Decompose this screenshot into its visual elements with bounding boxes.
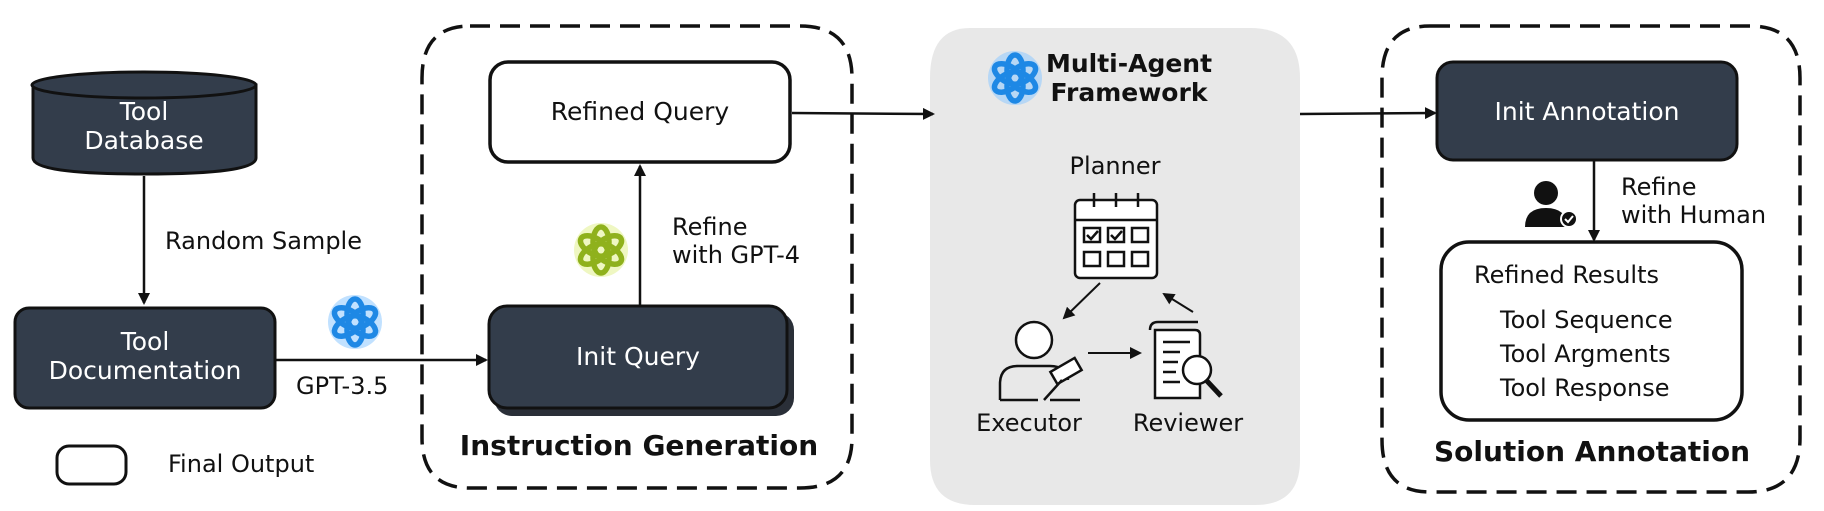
- refine-gpt4-line2: with GPT-4: [672, 240, 801, 269]
- tool-documentation-line2: Documentation: [48, 355, 242, 385]
- arrow-refined-query-to-framework: [791, 107, 935, 120]
- openai-logo-icon: [988, 51, 1042, 105]
- legend-label: Final Output: [168, 450, 315, 478]
- refine-human-line2: with Human: [1621, 200, 1767, 229]
- init-annotation-label: Init Annotation: [1494, 97, 1680, 126]
- refined-results-box: [1439, 240, 1744, 422]
- framework-title: Multi-Agent Framework: [1045, 49, 1213, 108]
- arrow-planner-to-executor: [1062, 282, 1101, 320]
- instruction-generation-title: Instruction Generation: [459, 429, 819, 462]
- reviewer-label: Reviewer: [1132, 409, 1244, 437]
- human-user-check-icon: [1525, 181, 1578, 228]
- refine-human-line1: Refine: [1621, 173, 1697, 201]
- refined-query-box: [488, 60, 792, 164]
- arrow-framework-to-init-annotation: [1299, 107, 1437, 120]
- refine-gpt4-label: Refine with GPT-4: [672, 213, 801, 269]
- openai-logo-icon: [328, 295, 382, 349]
- instruction-generation-region: [420, 24, 854, 490]
- refined-results-title: Refined Results: [1474, 261, 1659, 289]
- init-query-label: Init Query: [576, 342, 700, 371]
- tool-documentation-box: [13, 306, 277, 410]
- refine-human-label: Refine with Human: [1621, 173, 1767, 229]
- solution-annotation-region: [1380, 24, 1802, 494]
- executor-person-gavel-icon: [998, 320, 1084, 402]
- gpt35-label: GPT-3.5: [296, 372, 389, 400]
- legend-box: [55, 444, 128, 486]
- random-sample-label: Random Sample: [165, 227, 362, 255]
- refined-query-label: Refined Query: [550, 97, 730, 126]
- planner-label: Planner: [1069, 152, 1161, 180]
- result-item-tool-arguments: Tool Argments: [1500, 340, 1671, 368]
- tool-database-label: Tool Database: [84, 97, 204, 156]
- refine-gpt4-line1: Refine: [672, 213, 748, 241]
- tool-database-cylinder: [30, 70, 258, 176]
- result-item-tool-sequence: Tool Sequence: [1500, 306, 1673, 334]
- tool-database-line2: Database: [84, 125, 204, 155]
- openai-logo-icon: [574, 223, 628, 277]
- tool-database-line1: Tool: [119, 97, 169, 126]
- calendar-icon: [1073, 193, 1159, 280]
- arrow-reviewer-to-planner: [1162, 292, 1194, 313]
- reviewer-document-magnifier-icon: [1148, 320, 1223, 400]
- framework-title-line2: Framework: [1050, 77, 1208, 107]
- init-query-box: [487, 304, 789, 410]
- tool-documentation-line1: Tool: [120, 327, 170, 356]
- executor-label: Executor: [976, 409, 1082, 437]
- tool-documentation-label: Tool Documentation: [48, 327, 242, 386]
- init-annotation-box: [1435, 60, 1739, 162]
- solution-annotation-title: Solution Annotation: [1433, 435, 1751, 468]
- result-item-tool-response: Tool Response: [1500, 374, 1670, 402]
- framework-title-line1: Multi-Agent: [1045, 49, 1213, 78]
